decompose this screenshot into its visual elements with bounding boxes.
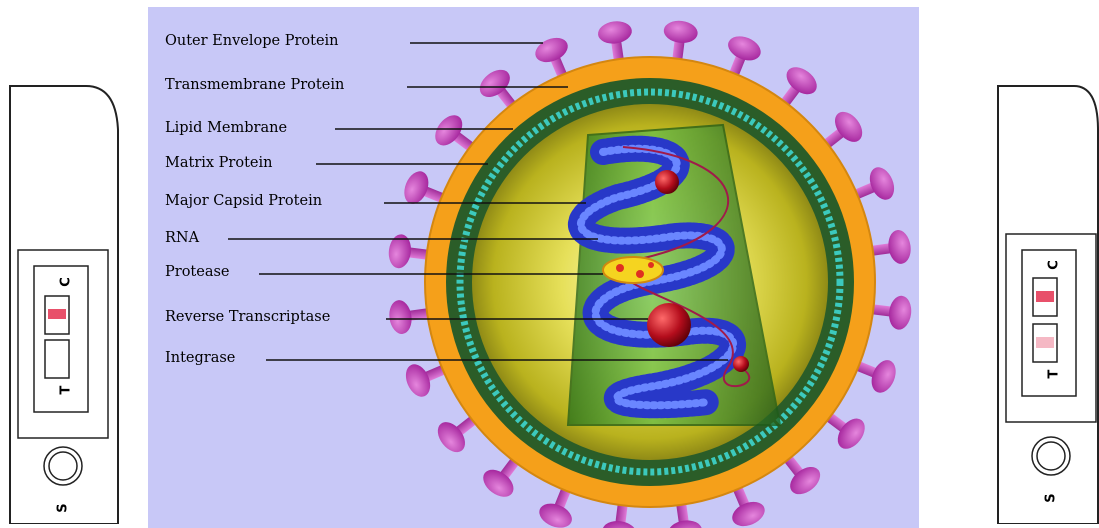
control-line (1036, 291, 1054, 302)
sample-letter: S (1044, 493, 1059, 502)
protease-marker (603, 257, 663, 283)
control-letter: C (1047, 260, 1062, 270)
sample-letter: S (56, 503, 71, 512)
test-cassette-right: C T S (996, 84, 1099, 524)
protease-dot-1 (616, 264, 624, 272)
sample-well-inner (49, 452, 77, 480)
test-line (1036, 337, 1054, 348)
label-integrase: Integrase (165, 350, 235, 366)
label-outer-envelope-protein: Outer Envelope Protein (165, 33, 339, 49)
test-window (45, 340, 69, 378)
protease-dot-2 (636, 270, 644, 278)
label-lipid-membrane: Lipid Membrane (165, 120, 287, 136)
test-cassette-left: C T S (8, 84, 120, 524)
hiv-diagram-panel: Outer Envelope Protein Transmembrane Pro… (148, 7, 919, 528)
test-letter: T (1047, 369, 1062, 378)
test-letter: T (59, 385, 74, 394)
control-line (48, 309, 66, 319)
protease-dot-3 (648, 262, 654, 268)
label-reverse-transcriptase: Reverse Transcriptase (165, 309, 330, 325)
label-major-capsid-protein: Major Capsid Protein (165, 193, 322, 209)
reverse-transcriptase-ball (647, 303, 691, 347)
hiv-virion-diagram: Outer Envelope Protein Transmembrane Pro… (148, 7, 919, 528)
label-rna: RNA (165, 230, 200, 246)
sample-well-inner (1037, 442, 1065, 470)
label-matrix-protein: Matrix Protein (165, 155, 272, 171)
label-transmembrane-protein: Transmembrane Protein (165, 77, 344, 93)
control-letter: C (59, 277, 74, 287)
matrix-enzyme-ball (655, 170, 679, 194)
label-protease: Protease (165, 264, 230, 280)
integrase-ball (733, 356, 749, 372)
